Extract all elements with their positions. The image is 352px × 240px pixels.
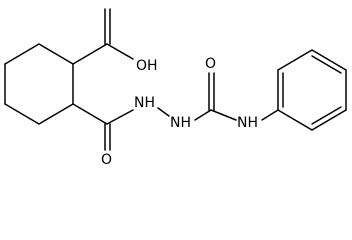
- bond-ring-to-acid-carbon: [72, 43, 108, 65]
- structure-diagram: OH O NH NH O NH: [4, 8, 347, 168]
- label-anilide-nh: NH: [237, 115, 258, 131]
- bond-ph-6: [277, 109, 313, 131]
- bond-ring-1: [4, 43, 40, 65]
- bond-urea-c-to-nh: [210, 109, 237, 121]
- bond-nh-nh: [157, 107, 170, 117]
- bond-ring-2: [38, 43, 74, 65]
- bond-ring-4: [38, 103, 74, 125]
- bond-ph-3: [311, 49, 347, 71]
- bond-ph-3-inner: [311, 55, 342, 74]
- label-hydrazide-nh-2: NH: [170, 115, 191, 131]
- carboxylic-acid-group: OH: [72, 8, 158, 74]
- cyclohexane-ring: [4, 43, 74, 125]
- hydrazide-carbonyl-group: O NH: [72, 95, 155, 168]
- bond-ring-to-amide-carbon: [72, 103, 108, 125]
- bond-ph-2: [277, 49, 313, 71]
- bond-acid-c-oh: [106, 43, 134, 60]
- label-carbonyl-o-left: O: [101, 152, 112, 168]
- urea-group: O NH: [194, 56, 279, 131]
- bond-ph-5: [311, 109, 347, 131]
- bond-nh-to-phenyl: [261, 109, 279, 121]
- label-carbonyl-o-right: O: [205, 56, 216, 72]
- label-hydrazide-nh-1: NH: [134, 95, 155, 111]
- label-acid-oh: OH: [136, 58, 158, 74]
- bond-ph-5-inner: [311, 106, 342, 125]
- hydrazine-linker: NH: [157, 107, 191, 131]
- bond-ring-5: [4, 103, 40, 125]
- phenyl-ring: [277, 49, 347, 131]
- bond-amide-c-to-nh: [106, 109, 134, 125]
- bond-nh-to-urea-carbon: [194, 109, 212, 121]
